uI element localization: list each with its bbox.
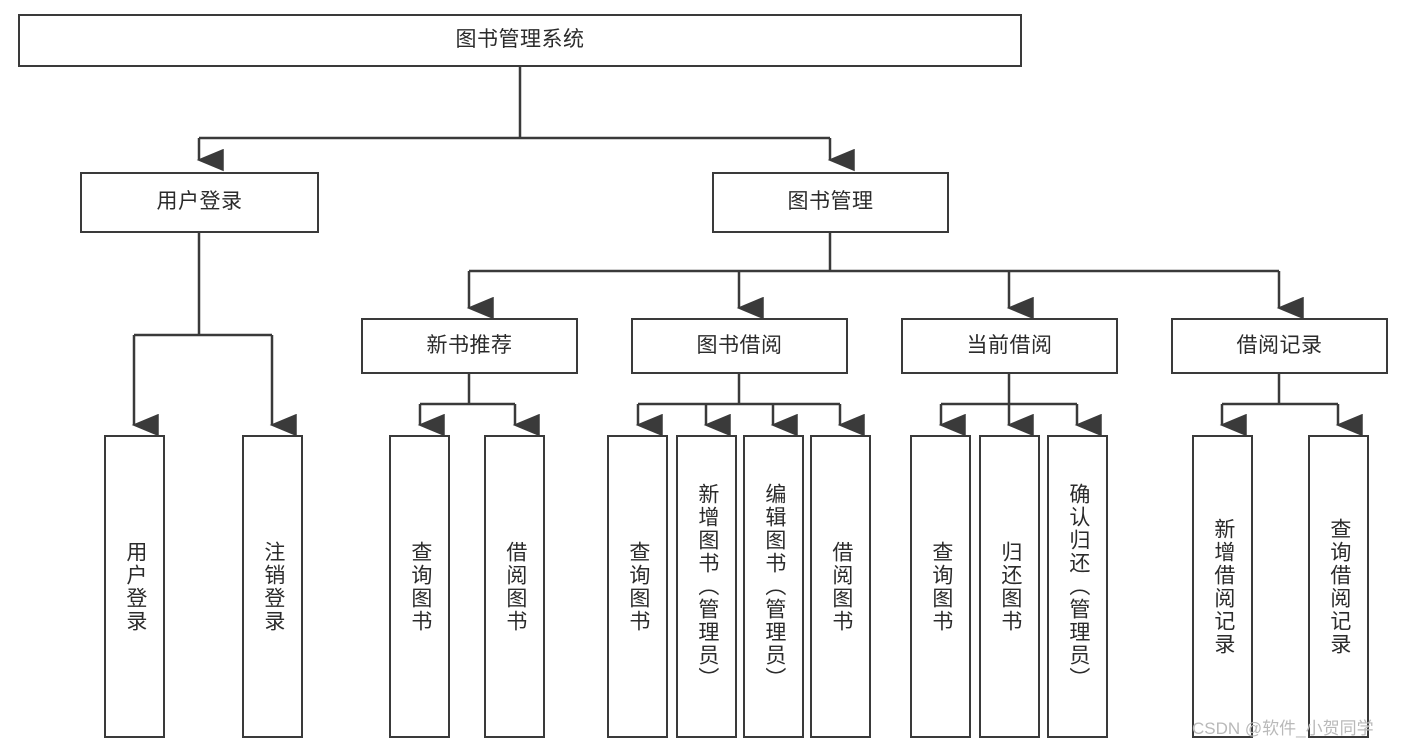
- node-book-borrow[interactable]: 图书借阅: [631, 318, 848, 374]
- leaf-current-borrow-query-label: 查询图书: [929, 540, 953, 633]
- leaf-book-borrow-edit[interactable]: 编辑图书（管理员）: [743, 435, 804, 738]
- leaf-current-borrow-confirm-label: 确认归还（管理员）: [1066, 483, 1090, 690]
- leaf-borrow-record-query[interactable]: 查询借阅记录: [1308, 435, 1369, 738]
- leaf-user-login-logout-label: 注销登录: [261, 540, 285, 633]
- leaf-current-borrow-return[interactable]: 归还图书: [979, 435, 1040, 738]
- leaf-user-login-logout[interactable]: 注销登录: [242, 435, 303, 738]
- node-current-borrow-label: 当前借阅: [966, 333, 1053, 357]
- leaf-book-borrow-add-label: 新增图书（管理员）: [695, 483, 719, 690]
- leaf-new-book-borrow[interactable]: 借阅图书: [484, 435, 545, 738]
- leaf-new-book-query[interactable]: 查询图书: [389, 435, 450, 738]
- leaf-book-borrow-query-label: 查询图书: [626, 540, 650, 633]
- leaf-borrow-record-query-label: 查询借阅记录: [1327, 517, 1351, 656]
- leaf-current-borrow-query[interactable]: 查询图书: [910, 435, 971, 738]
- leaf-borrow-record-add[interactable]: 新增借阅记录: [1192, 435, 1253, 738]
- leaf-user-login-login[interactable]: 用户登录: [104, 435, 165, 738]
- node-user-login[interactable]: 用户登录: [80, 172, 319, 233]
- leaf-current-borrow-confirm[interactable]: 确认归还（管理员）: [1047, 435, 1108, 738]
- leaf-book-borrow-add[interactable]: 新增图书（管理员）: [676, 435, 737, 738]
- leaf-new-book-query-label: 查询图书: [408, 540, 432, 633]
- node-borrow-record[interactable]: 借阅记录: [1171, 318, 1388, 374]
- node-book-management[interactable]: 图书管理: [712, 172, 949, 233]
- node-root-system[interactable]: 图书管理系统: [18, 14, 1022, 67]
- node-root-label: 图书管理系统: [455, 28, 585, 52]
- node-user-login-label: 用户登录: [156, 190, 243, 214]
- node-new-book-recommend[interactable]: 新书推荐: [361, 318, 578, 374]
- leaf-user-login-login-label: 用户登录: [123, 540, 147, 633]
- leaf-book-borrow-borrow[interactable]: 借阅图书: [810, 435, 871, 738]
- node-borrow-record-label: 借阅记录: [1236, 333, 1323, 357]
- leaf-book-borrow-borrow-label: 借阅图书: [829, 540, 853, 633]
- node-new-book-recommend-label: 新书推荐: [426, 333, 513, 357]
- leaf-book-borrow-query[interactable]: 查询图书: [607, 435, 668, 738]
- leaf-current-borrow-return-label: 归还图书: [998, 540, 1022, 633]
- leaf-new-book-borrow-label: 借阅图书: [503, 540, 527, 633]
- leaf-borrow-record-add-label: 新增借阅记录: [1211, 517, 1235, 656]
- node-book-management-label: 图书管理: [787, 190, 874, 214]
- node-current-borrow[interactable]: 当前借阅: [901, 318, 1118, 374]
- node-book-borrow-label: 图书借阅: [696, 333, 783, 357]
- leaf-book-borrow-edit-label: 编辑图书（管理员）: [762, 483, 786, 690]
